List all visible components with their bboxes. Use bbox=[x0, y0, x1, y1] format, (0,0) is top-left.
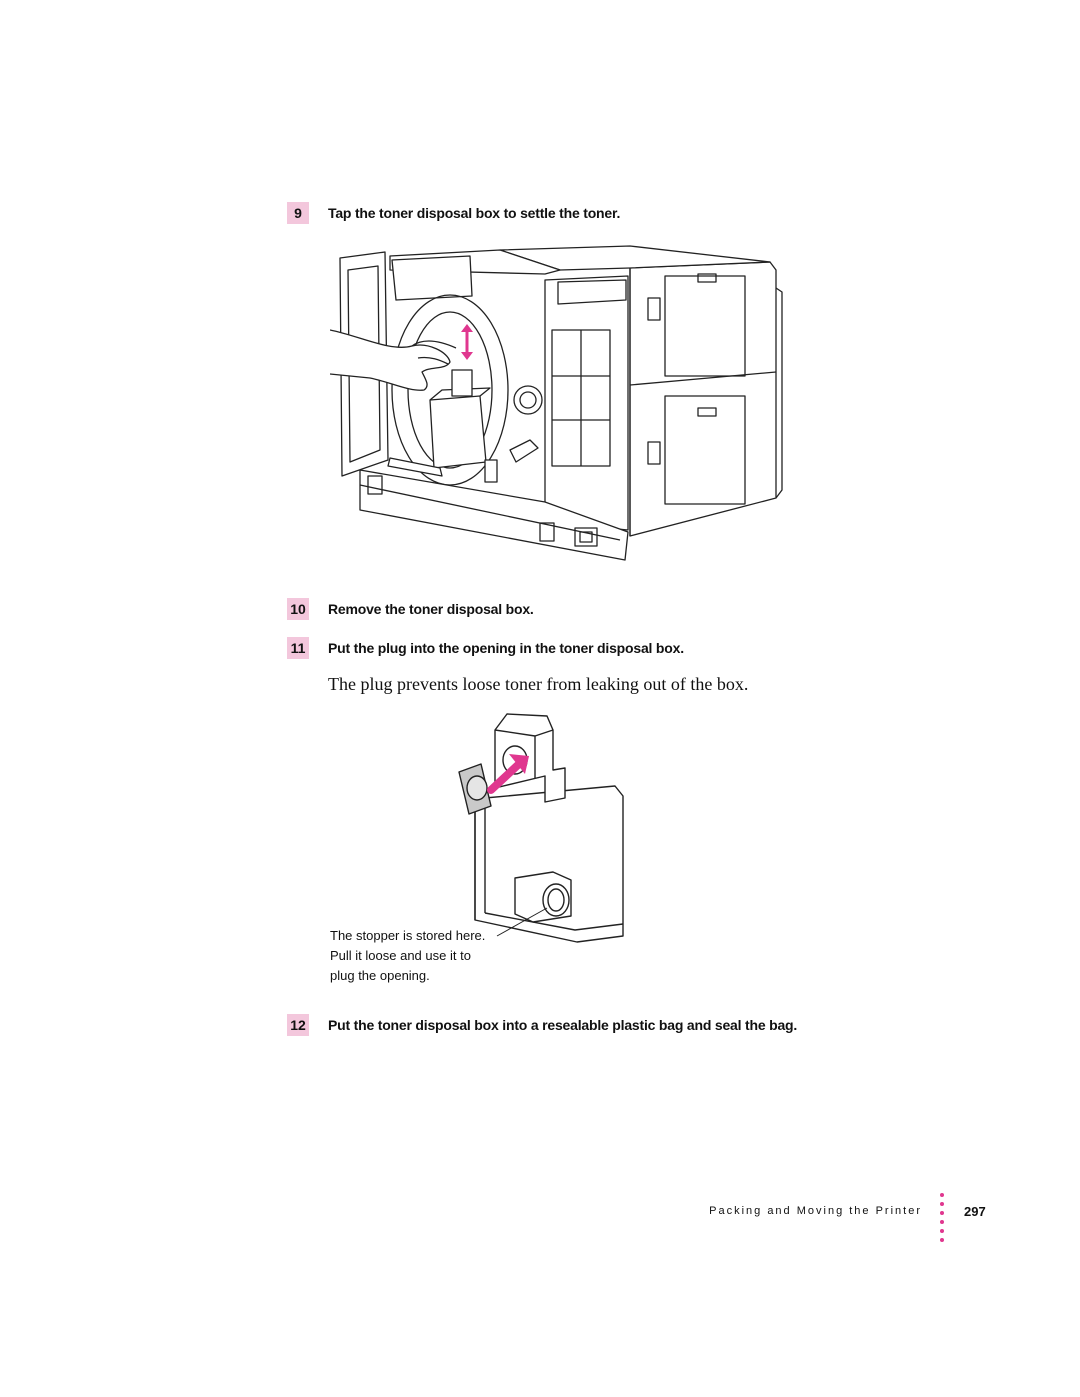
callout-leader-line bbox=[496, 907, 548, 937]
step-12: 12 Put the toner disposal box into a res… bbox=[287, 1013, 797, 1037]
toner-disposal-box-illustration bbox=[458, 713, 624, 943]
step-instruction: Put the plug into the opening in the ton… bbox=[328, 640, 684, 656]
step-10: 10 Remove the toner disposal box. bbox=[287, 597, 534, 621]
step-number: 11 bbox=[287, 637, 309, 659]
step-11-explanation: The plug prevents loose toner from leaki… bbox=[328, 674, 749, 694]
chapter-title: Packing and Moving the Printer bbox=[709, 1205, 922, 1217]
callout-line: plug the opening. bbox=[330, 968, 430, 983]
step-instruction: Put the toner disposal box into a reseal… bbox=[328, 1017, 798, 1033]
callout-line: Pull it loose and use it to bbox=[330, 948, 471, 963]
step-instruction: Tap the toner disposal box to settle the… bbox=[328, 205, 621, 221]
stopper-callout: The stopper is stored here. Pull it loos… bbox=[330, 926, 510, 986]
step-9: 9 Tap the toner disposal box to settle t… bbox=[287, 201, 620, 225]
step-number: 12 bbox=[287, 1014, 309, 1036]
step-number: 10 bbox=[287, 598, 309, 620]
insert-arrow-icon bbox=[487, 754, 529, 794]
step-11: 11 Put the plug into the opening in the … bbox=[287, 636, 684, 660]
footer-dot-divider bbox=[938, 1193, 946, 1247]
step-number: 9 bbox=[287, 202, 309, 224]
step-instruction: Remove the toner disposal box. bbox=[328, 601, 534, 617]
printer-illustration bbox=[330, 245, 783, 561]
up-down-arrow-icon bbox=[461, 324, 473, 360]
callout-line: The stopper is stored here. bbox=[330, 928, 486, 943]
page-number: 297 bbox=[964, 1204, 986, 1219]
